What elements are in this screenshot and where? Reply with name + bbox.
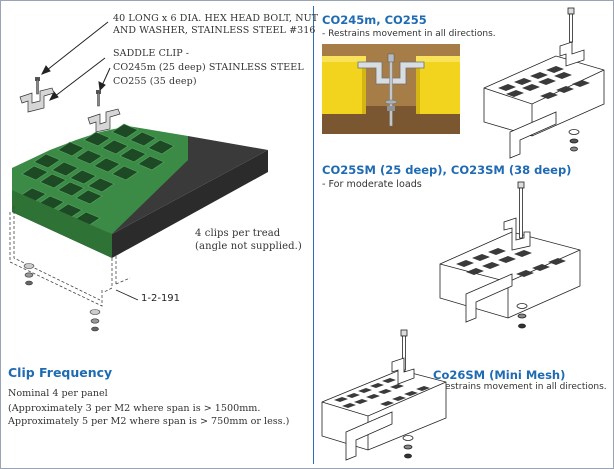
product-2-title: CO25SM (25 deep), CO23SM (38 deep) <box>322 163 572 177</box>
assembly-co26sm-drawing <box>321 329 447 461</box>
saddle-callout-line2: CO245m (25 deep) STAINLESS STEEL <box>113 62 304 73</box>
angle-support-dashed <box>9 206 131 307</box>
product-2-desc: - For moderate loads <box>322 179 422 190</box>
assembly-co25sm-drawing <box>439 181 581 329</box>
product-3-title: Co26SM (Mini Mesh) <box>433 368 566 382</box>
hex-bolt-right <box>96 90 101 107</box>
nut-washer-assembly <box>23 263 101 332</box>
saddle-callout-line1: SADDLE CLIP - <box>113 48 190 59</box>
product-1-title: CO245m, CO255 <box>322 13 427 27</box>
bolt-callout-line1: 40 LONG x 6 DIA. HEX HEAD BOLT, NUT <box>113 13 319 24</box>
assembly-co245m-drawing <box>483 7 605 159</box>
product-1-desc: - Restrains movement in all directions. <box>322 29 496 39</box>
drawing-reference: 1-2-191 <box>141 293 181 304</box>
clip-frequency-line3: Approximately 5 per M2 where span is > 7… <box>8 416 290 427</box>
hex-bolt-left <box>35 77 40 95</box>
clips-note-line1: 4 clips per tread <box>195 228 281 239</box>
saddle-clip-left <box>19 87 55 113</box>
product-3-desc: - Restrains movement in all directions. <box>433 382 607 392</box>
grp-grating-tread <box>12 123 268 258</box>
clips-note-line2: (angle not supplied.) <box>195 241 302 252</box>
clip-frequency-line1: Nominal 4 per panel <box>8 388 108 399</box>
clip-frequency-line2: (Approximately 3 per M2 where span is > … <box>8 403 261 414</box>
saddle-clip-right <box>87 108 121 133</box>
clip-frequency-title: Clip Frequency <box>8 365 113 380</box>
saddle-callout-line3: CO255 (35 deep) <box>113 76 197 87</box>
bolt-callout-line2: AND WASHER, STAINLESS STEEL #316 <box>113 25 316 36</box>
column-divider <box>313 6 314 464</box>
clip-product-photo <box>322 44 460 134</box>
